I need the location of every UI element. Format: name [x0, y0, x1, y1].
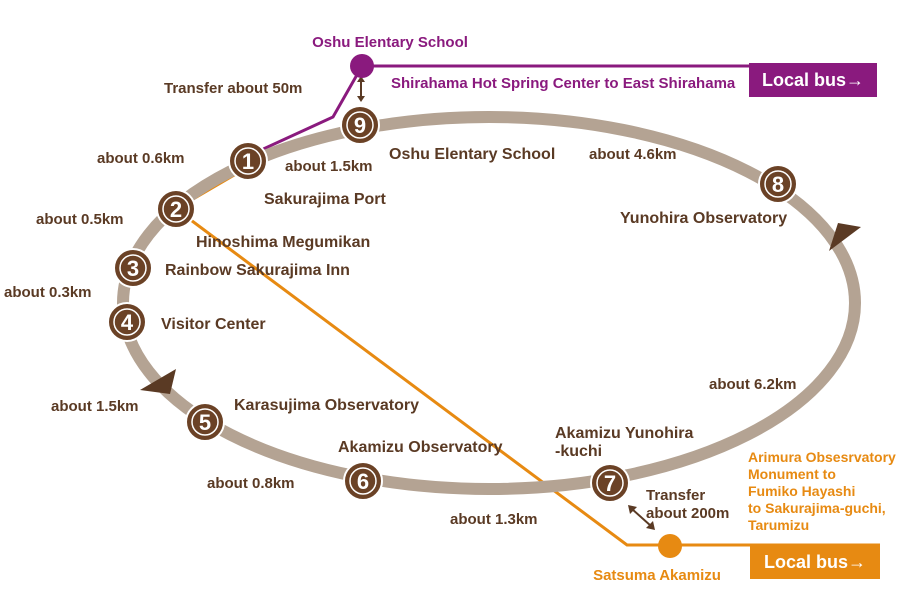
svg-text:1: 1	[242, 149, 254, 174]
distance-7-8: about 6.2km	[709, 376, 797, 393]
svg-text:9: 9	[354, 113, 366, 138]
svg-text:4: 4	[121, 310, 134, 335]
purple-station-name: Oshu Elentary School	[312, 34, 468, 51]
direction-arrow-left	[140, 369, 176, 394]
distance-5-6: about 0.8km	[207, 475, 295, 492]
distance-2-3: about 0.5km	[36, 211, 124, 228]
stop-6: 6	[343, 461, 383, 501]
svg-text:to Sakurajima-guchi,: to Sakurajima-guchi,	[748, 500, 886, 516]
stop-5: 5	[185, 402, 225, 442]
stop-7: 7	[590, 463, 630, 503]
svg-text:6: 6	[357, 469, 369, 494]
stop-9-name: Oshu Elentary School	[389, 146, 555, 163]
stop-9: 9	[340, 105, 380, 145]
svg-text:8: 8	[772, 172, 784, 197]
purple-station-marker	[350, 54, 374, 78]
transfer-arrow-orange	[628, 505, 655, 530]
orange-bus-badge	[750, 545, 880, 579]
stop-3-name: Rainbow Sakurajima Inn	[165, 262, 350, 279]
orange-route-text: Arimura Obsesrvatory Monument to Fumiko …	[748, 449, 896, 533]
orange-station-name: Satsuma Akamizu	[593, 567, 721, 584]
svg-text:5: 5	[199, 410, 211, 435]
purple-bus-label: Local bus→	[762, 70, 864, 90]
distance-1-2: about 0.6km	[97, 150, 185, 167]
svg-text:7: 7	[604, 471, 616, 496]
purple-bus-badge	[749, 63, 877, 97]
stop-6-name: Akamizu Observatory	[338, 439, 503, 456]
stop-2-name: Hinoshima Megumikan	[196, 234, 370, 251]
stop-8: 8	[758, 164, 798, 204]
orange-bus-label: Local bus→	[764, 552, 866, 572]
direction-arrow-right	[829, 223, 861, 251]
stop-7-name-line1: Akamizu Yunohira	[555, 425, 694, 442]
stop-7-name-line2: -kuchi	[555, 443, 602, 460]
distance-3-4: about 0.3km	[4, 284, 92, 301]
svg-text:2: 2	[170, 197, 182, 222]
svg-text:3: 3	[127, 256, 139, 281]
orange-transfer-line2: about 200m	[646, 505, 729, 522]
purple-route-text: Shirahama Hot Spring Center to East Shir…	[391, 75, 736, 92]
svg-text:Tarumizu: Tarumizu	[748, 517, 809, 533]
stop-1-name: Sakurajima Port	[264, 191, 387, 208]
svg-text:Monument to: Monument to	[748, 466, 836, 482]
stop-1: 1	[228, 141, 268, 181]
purple-route-line	[247, 64, 758, 158]
distance-9-1: about 1.5km	[285, 158, 373, 175]
distance-4-5: about 1.5km	[51, 398, 139, 415]
stop-3: 3	[113, 248, 153, 288]
svg-text:Fumiko Hayashi: Fumiko Hayashi	[748, 483, 855, 499]
transfer-arrow-purple	[357, 76, 365, 102]
distance-6-7: about 1.3km	[450, 511, 538, 528]
distance-8-9: about 4.6km	[589, 146, 677, 163]
orange-station-marker	[658, 534, 682, 558]
svg-text:Arimura Obsesrvatory: Arimura Obsesrvatory	[748, 449, 896, 465]
stop-4-name: Visitor Center	[161, 316, 266, 333]
stop-5-name: Karasujima Observatory	[234, 397, 419, 414]
purple-transfer-text: Transfer about 50m	[164, 80, 302, 97]
stop-4: 4	[107, 302, 147, 342]
stop-2: 2	[156, 189, 196, 229]
stop-8-name: Yunohira Observatory	[620, 210, 787, 227]
orange-transfer-line1: Transfer	[646, 487, 705, 504]
